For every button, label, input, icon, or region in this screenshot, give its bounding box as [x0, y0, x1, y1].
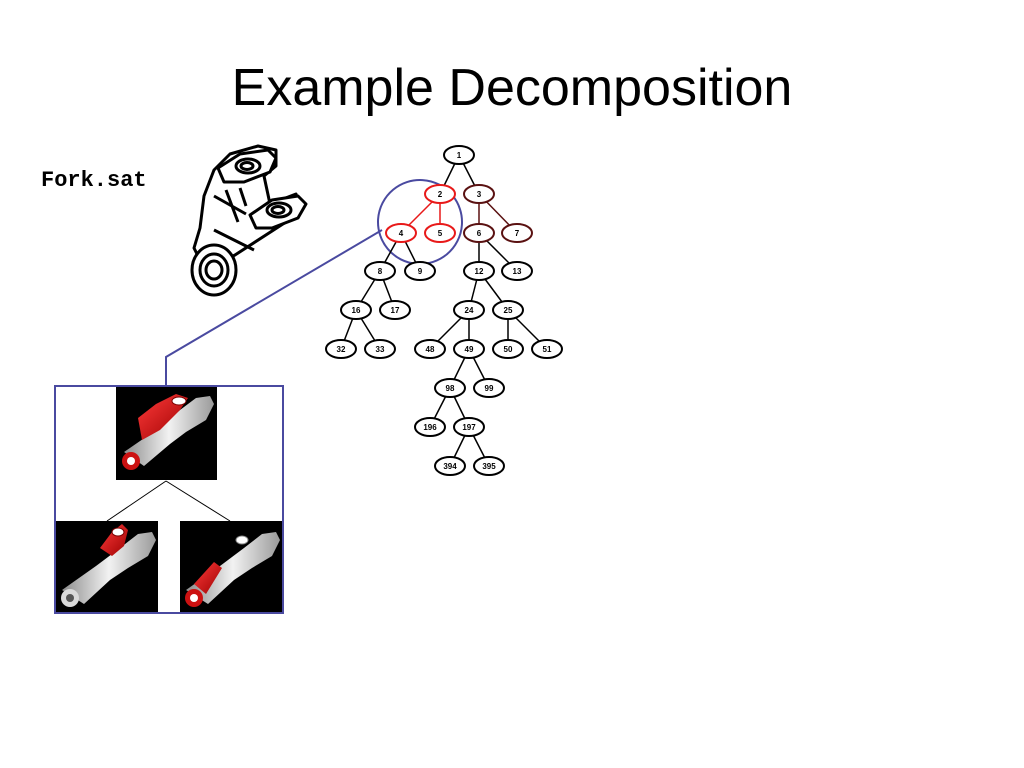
tree-node-shape	[501, 261, 533, 281]
tree-node-shape	[414, 417, 446, 437]
tree-node-label: 32	[337, 345, 346, 354]
tree-node-label: 51	[543, 345, 552, 354]
selection-ellipse	[377, 179, 463, 265]
tree-node-label: 4	[399, 229, 404, 238]
tree-node-3: 3	[463, 184, 495, 204]
tree-node-label: 196	[423, 423, 437, 432]
tree-node-label: 99	[485, 384, 494, 393]
tree-node-99: 99	[473, 378, 505, 398]
tree-node-label: 50	[504, 345, 513, 354]
tree-node-32: 32	[325, 339, 357, 359]
tree-node-5: 5	[424, 223, 456, 243]
fork-render-right-icon	[180, 521, 282, 612]
tree-node-label: 1	[457, 151, 462, 160]
tree-node-197: 197	[453, 417, 485, 437]
tree-node-shape	[379, 300, 411, 320]
fork-render-top-icon	[116, 387, 217, 480]
tree-node-label: 9	[418, 267, 423, 276]
selection-connector	[165, 229, 383, 386]
tree-node-shape	[385, 223, 417, 243]
tree-node-13: 13	[501, 261, 533, 281]
tree-node-shape	[414, 339, 446, 359]
tree-node-7: 7	[501, 223, 533, 243]
tree-node-label: 25	[504, 306, 513, 315]
tree-node-label: 2	[438, 190, 443, 199]
tree-node-395: 395	[473, 456, 505, 476]
tree-node-label: 16	[352, 306, 361, 315]
tree-node-shape	[364, 261, 396, 281]
tree-node-label: 7	[515, 229, 520, 238]
tree-node-label: 24	[465, 306, 474, 315]
tree-node-shape	[492, 339, 524, 359]
tree-node-label: 8	[378, 267, 383, 276]
tree-node-shape	[492, 300, 524, 320]
tree-node-label: 6	[477, 229, 482, 238]
tree-node-label: 394	[443, 462, 457, 471]
tree-node-17: 17	[379, 300, 411, 320]
tree-node-shape	[434, 378, 466, 398]
tree-node-25: 25	[492, 300, 524, 320]
tree-node-shape	[463, 184, 495, 204]
tree-node-9: 9	[404, 261, 436, 281]
tree-node-label: 197	[462, 423, 476, 432]
tree-node-label: 13	[513, 267, 522, 276]
tree-node-98: 98	[434, 378, 466, 398]
tree-node-24: 24	[453, 300, 485, 320]
decomposition-box	[54, 385, 284, 614]
tree-node-shape	[340, 300, 372, 320]
fork-part-line-drawing-icon	[190, 144, 308, 297]
fork-render-left-icon	[56, 521, 158, 612]
tree-node-51: 51	[531, 339, 563, 359]
tree-node-1: 1	[443, 145, 475, 165]
tree-node-8: 8	[364, 261, 396, 281]
tree-node-shape	[531, 339, 563, 359]
tree-node-shape	[364, 339, 396, 359]
tree-node-label: 49	[465, 345, 474, 354]
tree-node-label: 5	[438, 229, 443, 238]
tree-node-label: 17	[391, 306, 400, 315]
tree-node-shape	[325, 339, 357, 359]
slide-title: Example Decomposition	[231, 59, 793, 117]
tree-node-label: 33	[376, 345, 385, 354]
tree-node-6: 6	[463, 223, 495, 243]
file-label: Fork.sat	[41, 168, 147, 193]
tree-node-196: 196	[414, 417, 446, 437]
tree-node-shape	[434, 456, 466, 476]
tree-node-shape	[463, 261, 495, 281]
tree-node-shape	[473, 378, 505, 398]
tree-node-label: 3	[477, 190, 482, 199]
tree-node-50: 50	[492, 339, 524, 359]
tree-node-2: 2	[424, 184, 456, 204]
tree-node-shape	[443, 145, 475, 165]
tree-node-4: 4	[385, 223, 417, 243]
tree-node-shape	[453, 417, 485, 437]
tree-node-label: 395	[482, 462, 496, 471]
tree-node-label: 98	[446, 384, 455, 393]
tree-node-49: 49	[453, 339, 485, 359]
tree-node-16: 16	[340, 300, 372, 320]
subtree-selection-highlight	[54, 179, 463, 614]
tree-node-label: 48	[426, 345, 435, 354]
tree-node-48: 48	[414, 339, 446, 359]
tree-node-12: 12	[463, 261, 495, 281]
tree-node-shape	[424, 184, 456, 204]
tree-node-label: 12	[475, 267, 484, 276]
tree-node-394: 394	[434, 456, 466, 476]
tree-node-33: 33	[364, 339, 396, 359]
tree-node-shape	[424, 223, 456, 243]
tree-node-shape	[404, 261, 436, 281]
tree-node-shape	[501, 223, 533, 243]
tree-node-shape	[453, 300, 485, 320]
tree-node-shape	[473, 456, 505, 476]
tree-node-shape	[453, 339, 485, 359]
tree-node-shape	[463, 223, 495, 243]
